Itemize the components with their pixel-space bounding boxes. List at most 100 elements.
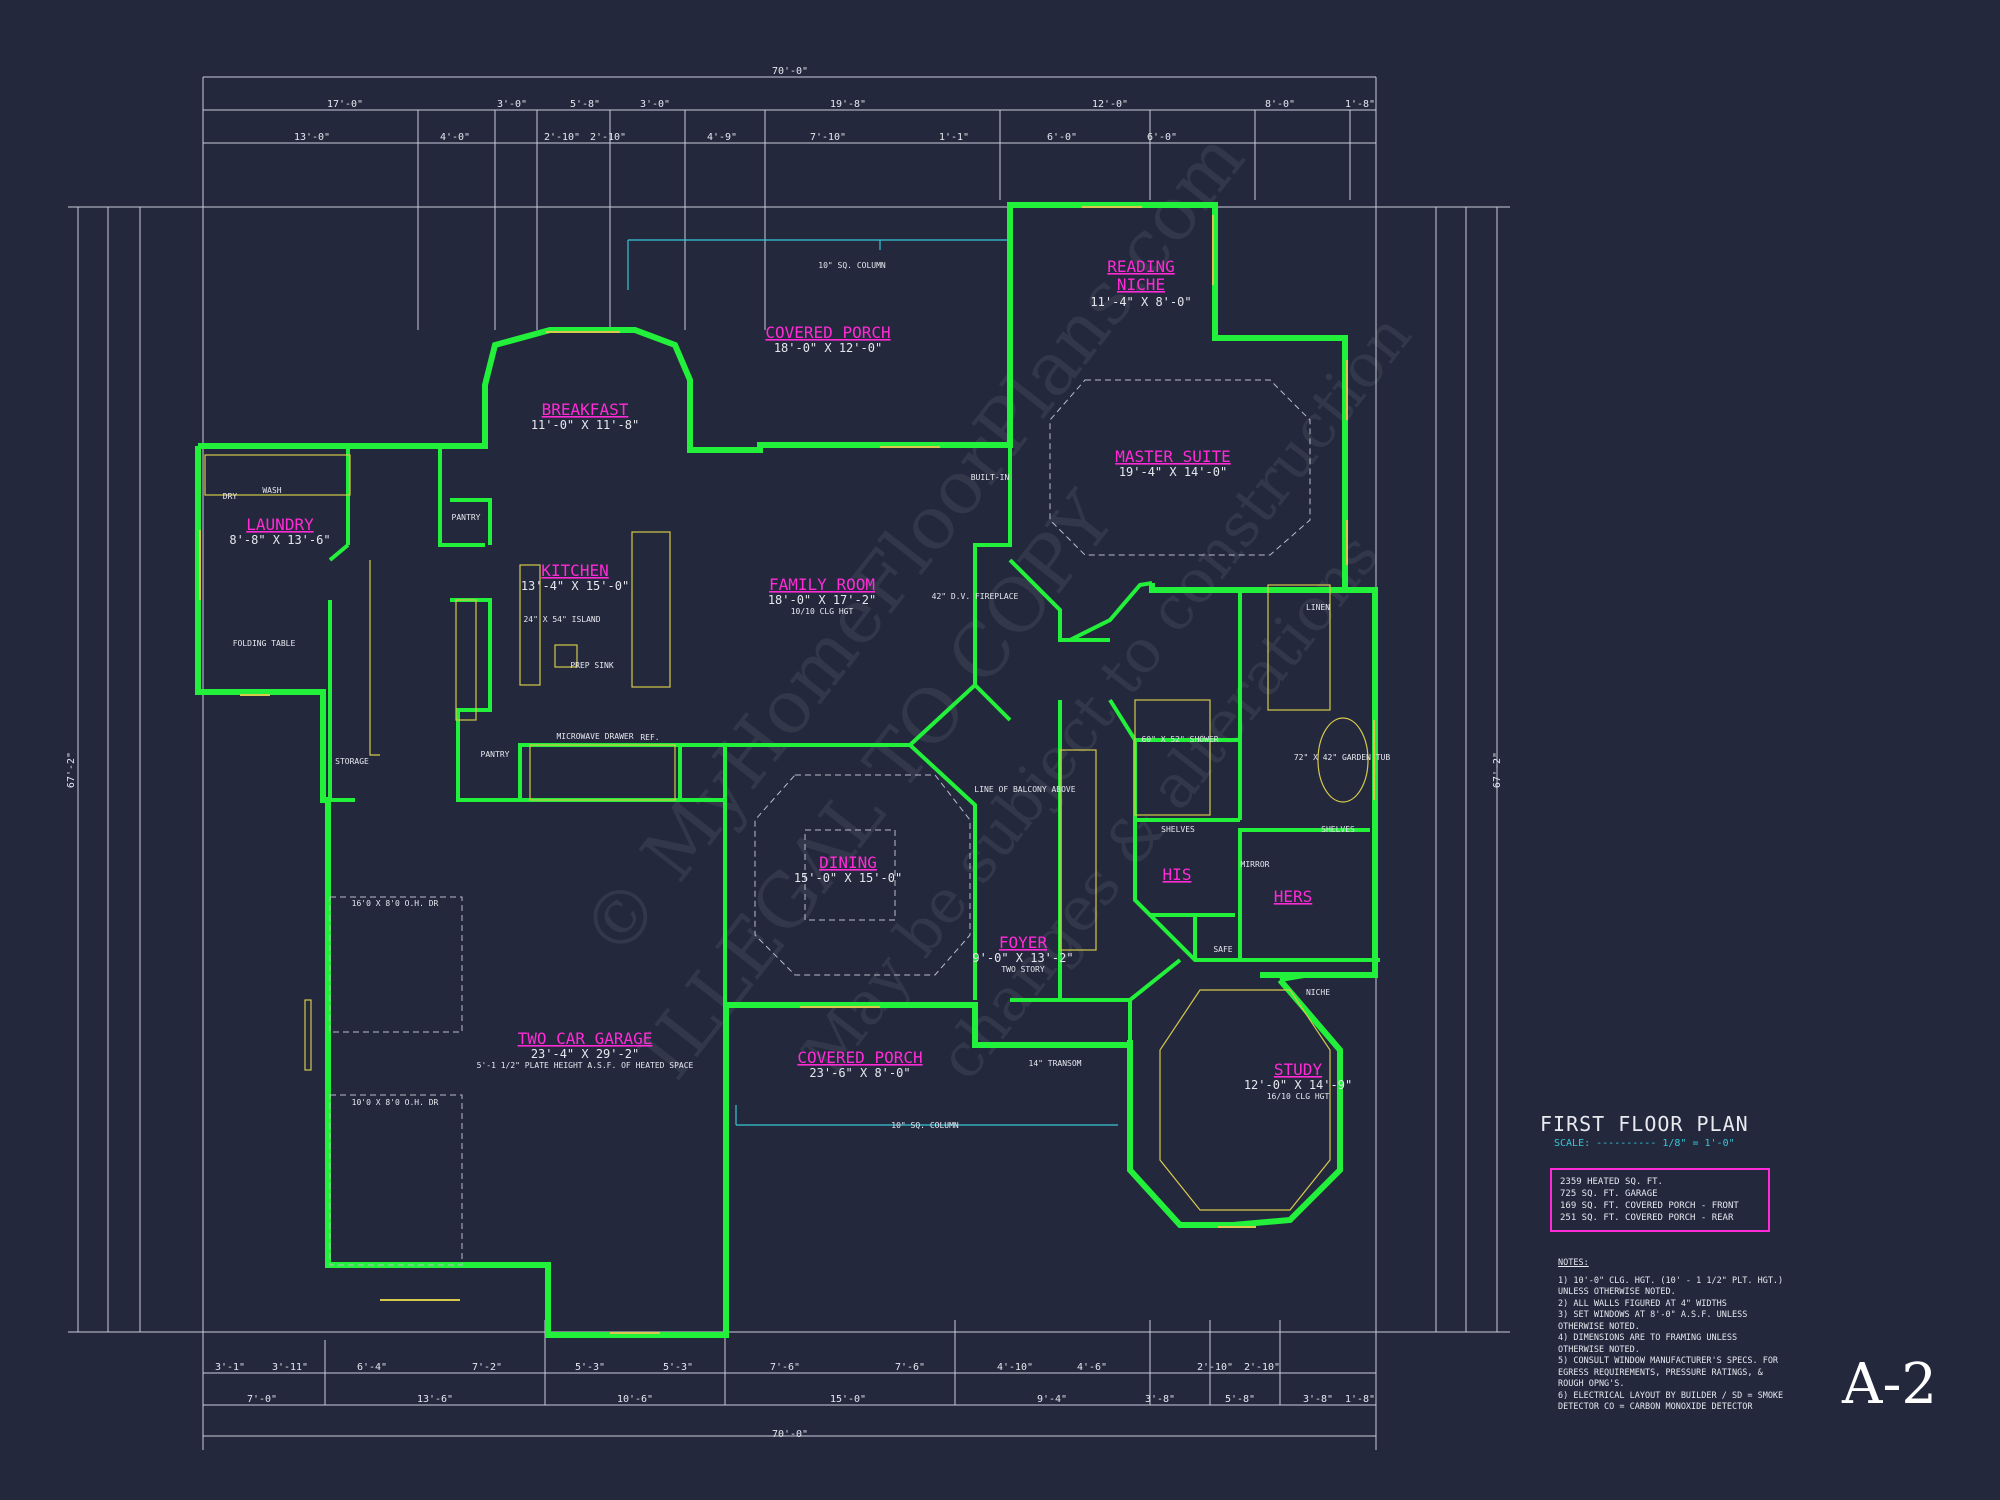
room-name: HERS	[1274, 887, 1313, 906]
room-labels: COVERED PORCH 18'-0" X 12'-0" BREAKFAST …	[229, 257, 1352, 1101]
overall-dim-left: 67'-2"	[66, 752, 77, 788]
note-item: 1) 10'-0" CLG. HGT. (10' - 1 1/2" PLT. H…	[1558, 1275, 1784, 1298]
label-garage-door: 10'0 X 8'0 O.H. DR	[352, 1098, 439, 1107]
dim-text: 19'-8"	[830, 99, 866, 110]
windows	[199, 206, 1375, 1334]
dim-text: 1'-8"	[1345, 99, 1375, 110]
dim-text: 3'-8"	[1145, 1394, 1175, 1405]
dim-text: 1'-1"	[939, 132, 969, 143]
dim-text: 3'-11"	[272, 1362, 308, 1373]
dimension-lines	[68, 76, 1510, 1450]
label-column: 10" SQ. COLUMN	[818, 261, 886, 270]
label-pantry: PANTRY	[452, 513, 481, 522]
room-name: COVERED PORCH	[797, 1048, 922, 1067]
label-island: 24" X 54" ISLAND	[523, 615, 600, 624]
dim-text: 7'-6"	[895, 1362, 925, 1373]
porch-outlines	[627, 239, 1118, 1126]
note-item: 3) SET WINDOWS AT 8'-0" A.S.F. UNLESS OT…	[1558, 1310, 1748, 1332]
bottom-dimensions: 3'-1" 3'-11" 6'-4" 7'-2" 5'-3" 5'-3" 7'-…	[215, 1362, 1375, 1440]
dim-text: 17'-0"	[327, 99, 363, 110]
label-transom: 14" TRANSOM	[1029, 1059, 1082, 1068]
room-name: NICHE	[1117, 275, 1165, 294]
exterior-walls	[195, 202, 1378, 1338]
general-notes: NOTES: 1) 10'-0" CLG. HGT. (10' - 1 1/2"…	[1558, 1258, 1788, 1414]
room-note: 5'-1 1/2" PLATE HEIGHT A.S.F. OF HEATED …	[477, 1061, 694, 1070]
dim-text: 5'-8"	[570, 99, 600, 110]
room-name: BREAKFAST	[542, 400, 629, 419]
dim-text: 7'-10"	[810, 132, 846, 143]
room-name: KITCHEN	[541, 561, 608, 580]
room-note: TWO STORY	[1001, 965, 1045, 974]
dim-text: 2'-10"	[1197, 1362, 1233, 1373]
label-built-in: BUILT-IN	[971, 473, 1010, 482]
room-size: 18'-0" X 17'-2"	[768, 593, 876, 607]
label-pantry: PANTRY	[481, 750, 510, 759]
label-microwave: MICROWAVE DRAWER	[556, 732, 633, 741]
label-shelves: SHELVES	[1161, 825, 1195, 834]
note-item: 5) CONSULT WINDOW MANUFACTURER'S SPECS. …	[1558, 1356, 1779, 1389]
dim-text: 7'-2"	[472, 1362, 502, 1373]
dim-text: 3'-1"	[215, 1362, 245, 1373]
dim-text: 13'-6"	[417, 1394, 453, 1405]
top-dimensions: 70'-0" 17'-0" 3'-0" 5'-8" 3'-0" 19'-8" 1…	[294, 66, 1375, 143]
area-line: 251 SQ. FT. COVERED PORCH - REAR	[1560, 1213, 1734, 1223]
room-size: 13'-4" X 15'-0"	[521, 579, 629, 593]
room-size: 11'-0" X 11'-8"	[531, 418, 639, 432]
dim-text: 2'-10"	[590, 132, 626, 143]
note-item: 4) DIMENSIONS ARE TO FRAMING UNLESS OTHE…	[1558, 1333, 1738, 1355]
dim-text: 2'-10"	[544, 132, 580, 143]
overall-dim-bottom: 70'-0"	[772, 1429, 808, 1440]
label-mirror: MIRROR	[1241, 860, 1270, 869]
fixtures	[204, 379, 1369, 1266]
label-shower: 60" X 52" SHOWER	[1141, 735, 1218, 744]
area-line: 169 SQ. FT. COVERED PORCH - FRONT	[1560, 1201, 1739, 1211]
plan-scale: SCALE: ---------- 1/8" = 1'-0"	[1554, 1138, 1735, 1149]
label-fireplace: 42" D.V. FIREPLACE	[932, 592, 1019, 601]
label-dry: DRY	[223, 492, 238, 501]
dim-text: 7'-6"	[770, 1362, 800, 1373]
room-size: 9'-0" X 13'-2"	[972, 951, 1073, 965]
dim-text: 3'-0"	[497, 99, 527, 110]
room-name: TWO CAR GARAGE	[518, 1029, 653, 1048]
room-note: 10/10 CLG HGT	[791, 607, 854, 616]
room-size: 18'-0" X 12'-0"	[774, 341, 882, 355]
dim-text: 6'-0"	[1047, 132, 1077, 143]
room-name: MASTER SUITE	[1115, 447, 1231, 466]
label-prep-sink: PREP SINK	[570, 661, 614, 670]
room-name: LAUNDRY	[246, 515, 314, 534]
room-size: 8'-8" X 13'-6"	[229, 533, 330, 547]
fixture-labels: DRY WASH FOLDING TABLE PANTRY PANTRY STO…	[223, 261, 1391, 1130]
area-line: 725 SQ. FT. GARAGE	[1560, 1189, 1658, 1199]
dim-text: 4'-9"	[707, 132, 737, 143]
dim-text: 2'-10"	[1244, 1362, 1280, 1373]
label-garden-tub: 72" X 42" GARDEN TUB	[1294, 753, 1391, 762]
label-balcony: LINE OF BALCONY ABOVE	[974, 785, 1075, 794]
dim-text: 13'-0"	[294, 132, 330, 143]
label-ref: REF.	[640, 733, 659, 742]
room-name: FAMILY ROOM	[769, 575, 875, 594]
dim-text: 10'-6"	[617, 1394, 653, 1405]
area-line: 2359 HEATED SQ. FT.	[1560, 1177, 1663, 1187]
dim-text: 5'-3"	[663, 1362, 693, 1373]
label-garage-door: 16'0 X 8'0 O.H. DR	[352, 899, 439, 908]
label-storage: STORAGE	[335, 757, 369, 766]
label-column: 10" SQ. COLUMN	[891, 1121, 959, 1130]
dim-text: 8'-0"	[1265, 99, 1295, 110]
room-size: 11'-4" X 8'-0"	[1090, 295, 1191, 309]
dim-text: 7'-0"	[247, 1394, 277, 1405]
room-name: COVERED PORCH	[765, 323, 890, 342]
area-summary: 2359 HEATED SQ. FT. 725 SQ. FT. GARAGE 1…	[1550, 1168, 1770, 1232]
room-size: 12'-0" X 14'-9"	[1244, 1078, 1352, 1092]
room-name: STUDY	[1274, 1060, 1323, 1079]
label-wash: WASH	[262, 486, 281, 495]
notes-title: NOTES:	[1558, 1258, 1589, 1268]
label-shelves: SHELVES	[1321, 825, 1355, 834]
room-note: 16/10 CLG HGT	[1267, 1092, 1330, 1101]
title-block: FIRST FLOOR PLAN SCALE: ---------- 1/8" …	[1540, 1112, 1800, 1149]
label-linen: LINEN	[1306, 603, 1330, 612]
room-name: HIS	[1163, 865, 1192, 884]
dim-text: 3'-0"	[640, 99, 670, 110]
label-niche: NICHE	[1306, 988, 1330, 997]
